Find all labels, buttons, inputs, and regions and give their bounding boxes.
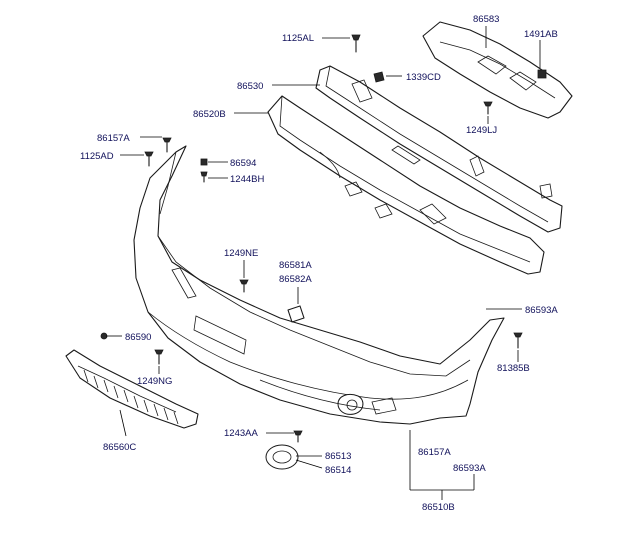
label-1491AB: 1491AB (524, 29, 558, 40)
label-86594: 86594 (230, 158, 256, 169)
fasteners (100, 34, 547, 443)
label-86157A-bottom: 86157A (418, 447, 451, 458)
label-86520B: 86520B (193, 109, 226, 120)
label-86593A-right: 86593A (525, 305, 558, 316)
bumper-cover-86510B (133, 145, 505, 425)
label-1249LJ: 1249LJ (466, 125, 497, 136)
label-1243AA: 1243AA (224, 428, 258, 439)
leader-lines (106, 26, 541, 500)
label-86157A-top: 86157A (97, 133, 130, 144)
label-1125AD: 1125AD (80, 151, 114, 162)
bracket-86583 (422, 21, 573, 119)
beam-86520B (267, 95, 545, 275)
label-1339CD: 1339CD (406, 72, 441, 83)
label-1249NE: 1249NE (224, 248, 258, 259)
label-86510B: 86510B (422, 502, 455, 513)
absorber-86530 (315, 65, 563, 233)
label-86583: 86583 (473, 14, 499, 25)
label-86593A-bottom: 86593A (453, 463, 486, 474)
label-1125AL: 1125AL (282, 33, 314, 44)
foglamp-cover-86513 (265, 444, 299, 470)
label-86513: 86513 (325, 451, 351, 462)
part-labels: 86583 1125AL 1491AB 86530 1339CD 86520B … (80, 14, 558, 513)
label-81385B: 81385B (497, 363, 530, 374)
label-1244BH: 1244BH (230, 174, 264, 185)
label-1249NG: 1249NG (137, 376, 172, 387)
label-86582A: 86582A (279, 274, 312, 285)
label-86581A: 86581A (279, 260, 312, 271)
grille-86560C (65, 349, 199, 429)
label-86560C: 86560C (103, 442, 136, 453)
label-86530: 86530 (237, 81, 263, 92)
label-86590: 86590 (125, 332, 151, 343)
label-86514: 86514 (325, 465, 351, 476)
